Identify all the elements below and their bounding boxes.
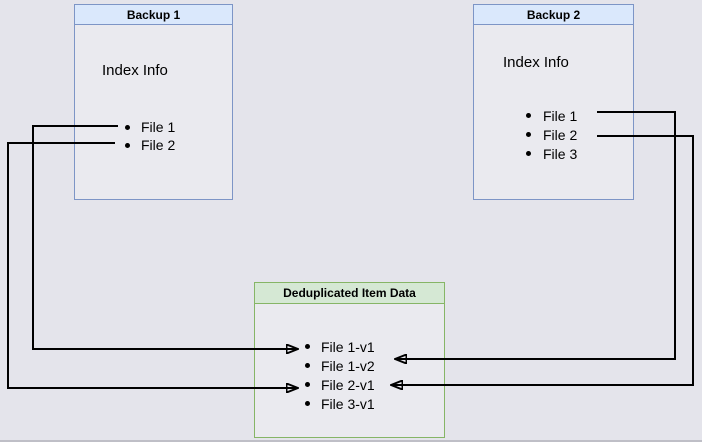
backup1-file-item: File 2 [75, 136, 175, 154]
backup2-file-list: File 1 File 2 File 3 [474, 106, 577, 163]
backup2-file-item: File 3 [474, 144, 577, 163]
file-label: File 2 [543, 126, 578, 143]
file-label: File 3 [543, 145, 578, 162]
bullet-icon [526, 151, 531, 156]
backup2-header: Backup 2 [474, 5, 633, 25]
item-label: File 1-v1 [321, 338, 375, 355]
backup1-title: Backup 1 [126, 7, 181, 22]
backup2-file-item: File 2 [474, 125, 577, 144]
backup2-box: Backup 2 Index Info File 1 File 2 File 3 [473, 4, 634, 200]
backup2-file-item: File 1 [474, 106, 577, 125]
dedup-title: Deduplicated Item Data [283, 286, 416, 300]
backup1-file-item: File 1 [75, 118, 175, 136]
bullet-icon [125, 124, 130, 130]
backup1-file-list: File 1 File 2 [75, 118, 175, 154]
dedup-box: Deduplicated Item Data File 1-v1 File 1-… [254, 282, 445, 438]
dedup-item: File 1-v2 [255, 356, 375, 375]
file-label: File 1 [141, 119, 176, 135]
dedup-item: File 2-v1 [255, 375, 375, 394]
dedup-item-list: File 1-v1 File 1-v2 File 2-v1 File 3-v1 [255, 337, 375, 413]
bullet-icon [526, 113, 531, 118]
file-label: File 2 [141, 137, 176, 153]
dedup-header: Deduplicated Item Data [255, 283, 444, 304]
backup1-index-info-label: Index Info [102, 62, 168, 79]
bullet-icon [305, 401, 310, 406]
backup1-header: Backup 1 [75, 5, 232, 25]
backup2-title: Backup 2 [526, 7, 581, 22]
bullet-icon [305, 382, 310, 387]
bullet-icon [526, 132, 531, 137]
file-label: File 1 [543, 107, 578, 124]
backup2-index-info-label: Index Info [503, 54, 569, 71]
item-label: File 1-v2 [321, 357, 375, 374]
bullet-icon [305, 363, 310, 368]
bullet-icon [305, 344, 310, 349]
dedup-item: File 3-v1 [255, 394, 375, 413]
bullet-icon [125, 142, 130, 148]
item-label: File 2-v1 [321, 376, 375, 393]
backup1-box: Backup 1 Index Info File 1 File 2 [74, 4, 233, 200]
dedup-item: File 1-v1 [255, 337, 375, 356]
window-bottom-edge [0, 440, 702, 442]
item-label: File 3-v1 [321, 395, 375, 412]
